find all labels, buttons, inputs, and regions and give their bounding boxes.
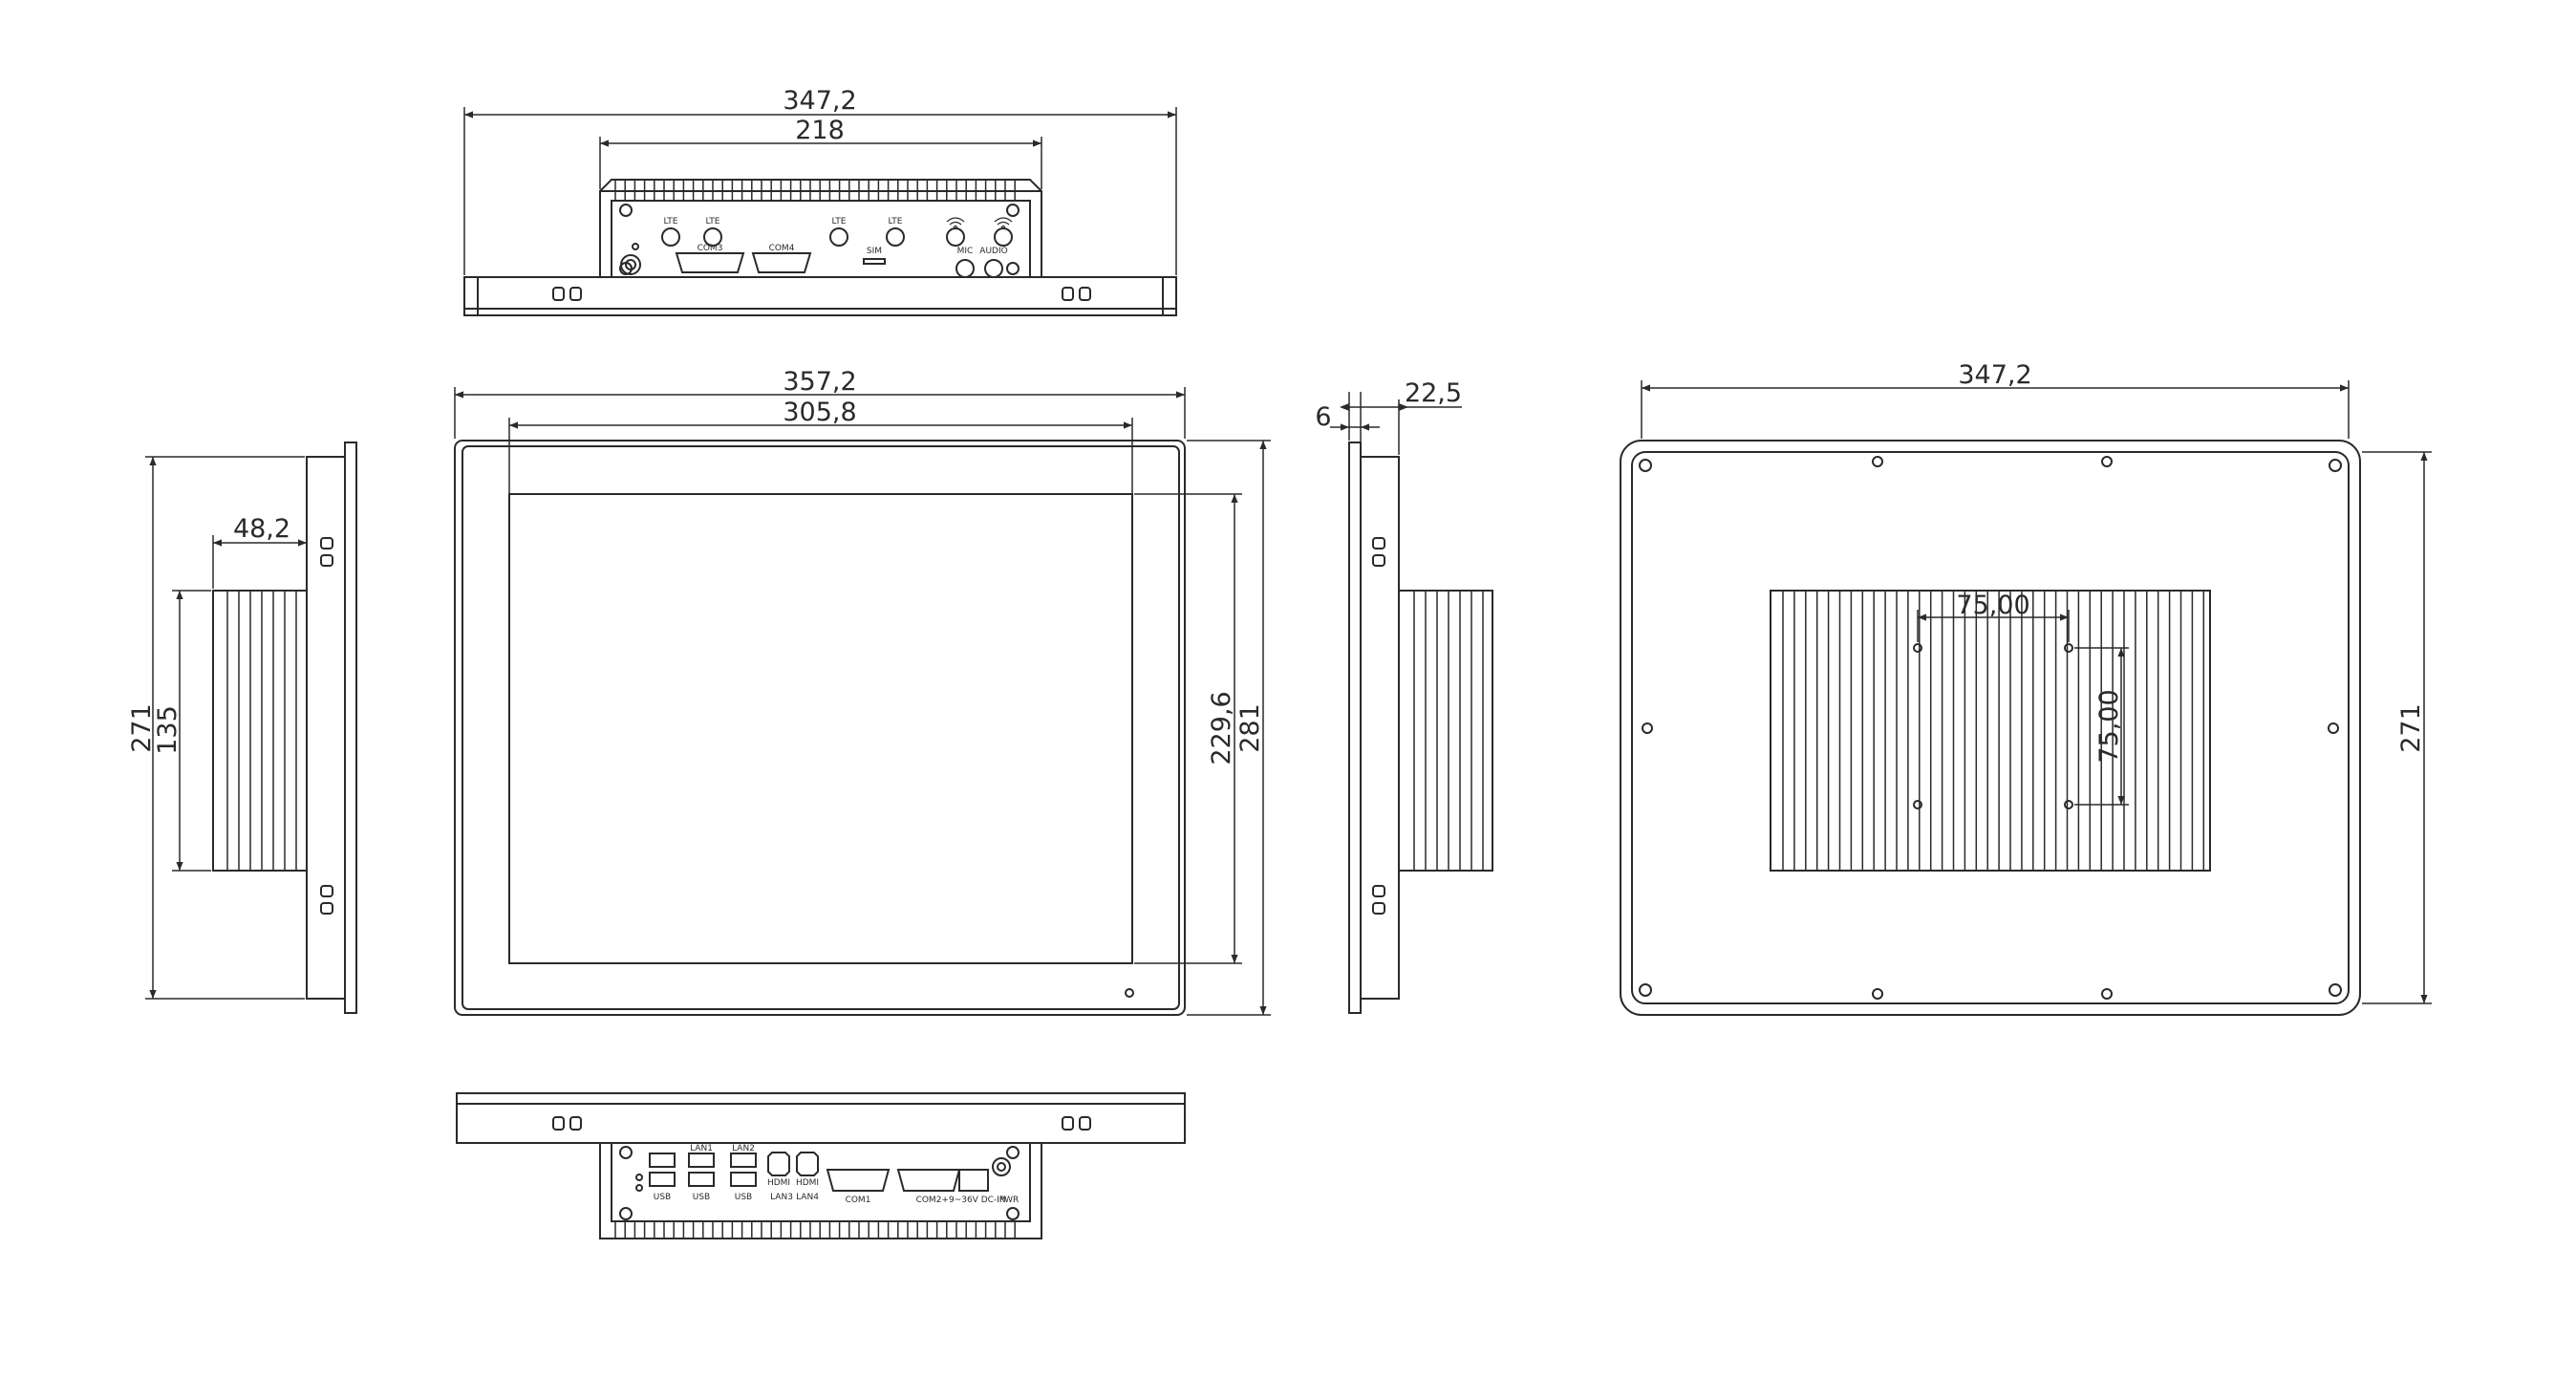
bottom-com1-label: COM1 <box>846 1196 871 1205</box>
front-display-width-label: 305,8 <box>783 398 856 427</box>
bottom-lan-label-4: LAN4 <box>796 1193 819 1202</box>
bottom-view-mount-slots <box>552 1116 1091 1131</box>
top-mic-label: MIC <box>957 247 974 256</box>
back-screws <box>1639 456 2342 1000</box>
left-dim-271 <box>145 456 305 1000</box>
top-view-audio-jacks <box>955 259 1003 278</box>
bottom-lan-label-3: LAN3 <box>770 1193 793 1202</box>
right-total-depth-label: 22,5 <box>1405 378 1462 408</box>
vesa-vertical-label: 75,00 <box>2094 689 2124 763</box>
top-com4-label: COM4 <box>769 244 795 253</box>
top-audio-label: AUDIO <box>979 247 1007 256</box>
right-dim-6 <box>1330 392 1380 455</box>
top-view-io-box <box>599 190 1042 278</box>
back-overall-width-label: 347,2 <box>1958 360 2031 390</box>
left-box-height-label: 135 <box>153 705 182 755</box>
bottom-power-label: +9~36V DC-IN <box>941 1196 1005 1205</box>
top-box-width-label: 218 <box>795 116 845 145</box>
back-heatsink-fins <box>1782 591 2205 871</box>
bottom-view-leds <box>635 1174 643 1192</box>
left-side-heatsink <box>212 590 308 872</box>
front-display-height-label: 229,6 <box>1207 691 1236 765</box>
right-dim-22 <box>1340 399 1462 455</box>
top-view: LTE LTE LTE LTE COM3 COM4 SIM MIC AUDIO … <box>463 86 1177 316</box>
bottom-view-dc-jack <box>958 1169 989 1192</box>
bottom-view-usb-ports <box>649 1153 757 1187</box>
bottom-view-hdmi-ports <box>767 1152 819 1176</box>
left-dim-48 <box>212 535 308 589</box>
front-overall-height-label: 281 <box>1235 703 1265 753</box>
top-view-com-ports <box>675 252 812 273</box>
bottom-view-com-ports <box>826 1169 961 1192</box>
left-side-panel <box>344 442 357 1014</box>
back-outer-frame <box>1620 440 2361 1016</box>
right-side-heatsink-fins <box>1413 591 1484 871</box>
bottom-view-panel <box>456 1092 1186 1144</box>
back-overall-height-label: 271 <box>2396 703 2426 753</box>
top-dim-218 <box>599 137 1042 189</box>
vesa-horizontal-label: 75,00 <box>1956 591 2029 620</box>
back-dim-271 <box>2362 451 2432 1004</box>
bottom-hdmi-label-2: HDMI <box>796 1178 819 1188</box>
top-overall-width-label: 347,2 <box>783 86 856 116</box>
top-view-power-button <box>620 254 641 275</box>
bottom-view-screws <box>619 1146 1020 1220</box>
bottom-pwr-label: PWR <box>999 1196 1020 1205</box>
back-vesa-holes <box>1913 643 2073 809</box>
front-outer-frame <box>454 440 1186 1016</box>
bottom-com2-label: COM2 <box>916 1196 942 1205</box>
left-box-depth-label: 48,2 <box>233 514 290 544</box>
top-lte-label-4: LTE <box>889 217 903 226</box>
top-lte-label-3: LTE <box>832 217 847 226</box>
bottom-usb-label-2: USB <box>693 1193 710 1202</box>
right-side-view: 6 22,5 <box>1315 378 1493 1014</box>
top-com3-label: COM3 <box>698 244 723 253</box>
left-dim-135 <box>172 590 211 872</box>
bottom-view-power-button <box>992 1157 1011 1176</box>
left-height-label: 271 <box>127 703 157 753</box>
back-view: 75,00 75,00 347,2 271 <box>1620 360 2432 1016</box>
top-view-mount-slots <box>552 287 1091 301</box>
front-inner-bezel <box>462 445 1180 1010</box>
front-dim-229 <box>1134 493 1242 964</box>
left-side-mount-slots <box>320 537 333 915</box>
bottom-usb-label-3: USB <box>735 1193 752 1202</box>
front-power-led <box>1125 988 1134 998</box>
back-heatsink <box>1770 590 2211 872</box>
bottom-usb-label-1: USB <box>654 1193 671 1202</box>
bottom-view-heatsink-fins <box>614 1221 1016 1239</box>
right-bezel-depth-label: 6 <box>1315 402 1331 432</box>
front-dim-305 <box>508 418 1133 441</box>
front-display-area <box>508 493 1133 964</box>
top-sim-label: SIM <box>867 247 882 256</box>
top-lte-label-1: LTE <box>664 217 678 226</box>
wifi-icon <box>946 217 1013 230</box>
bottom-lan-label-1: LAN1 <box>690 1144 713 1153</box>
right-side-heatsink <box>1398 590 1493 872</box>
top-view-led <box>632 243 639 250</box>
back-dim-vesa-vertical <box>2074 647 2129 806</box>
back-inner-frame <box>1631 451 2350 1004</box>
back-dim-347 <box>1641 380 2350 439</box>
top-view-heatsink-fins <box>599 179 1042 201</box>
left-side-heatsink-fins <box>226 591 297 871</box>
bottom-hdmi-label-1: HDMI <box>767 1178 790 1188</box>
bottom-view: USB USB USB LAN1 LAN2 LAN3 LAN4 HDMI HDM… <box>456 1092 1186 1239</box>
top-fin-outline <box>599 179 1042 192</box>
front-dim-357 <box>454 387 1186 439</box>
bottom-lan-label-2: LAN2 <box>732 1144 755 1153</box>
front-overall-width-label: 357,2 <box>783 367 856 397</box>
top-dim-347 <box>463 107 1177 275</box>
front-view: 357,2 305,8 229,6 281 <box>454 367 1271 1016</box>
back-dim-vesa-horizontal <box>1917 610 2070 642</box>
top-view-sim-slot <box>863 258 886 265</box>
right-side-mount-slots <box>1372 537 1385 915</box>
right-side-panel <box>1348 442 1362 1014</box>
front-dim-281 <box>1187 440 1271 1016</box>
left-side-view: 271 135 48,2 <box>127 442 357 1014</box>
top-lte-label-2: LTE <box>706 217 720 226</box>
